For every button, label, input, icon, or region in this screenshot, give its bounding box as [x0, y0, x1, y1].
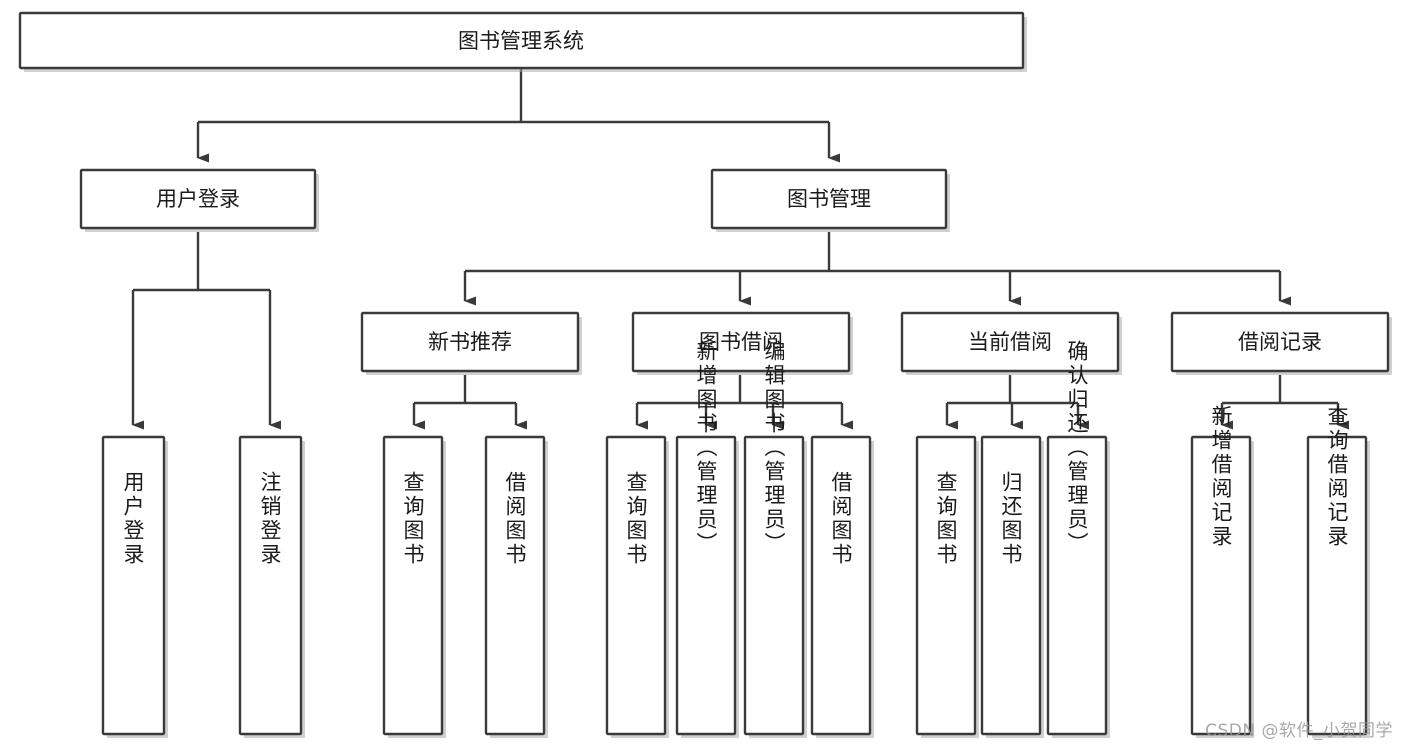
- node-new-book-rec-box[interactable]: [360, 311, 580, 373]
- node-leaf-user-logout-box[interactable]: [238, 435, 303, 736]
- node-leaf-query-book-current-label: 查询图书: [934, 471, 958, 567]
- node-leaf-return-book-box[interactable]: [980, 435, 1042, 736]
- node-book-manage[interactable]: 图书管理: [710, 168, 950, 232]
- node-leaf-query-book-current-box[interactable]: [915, 435, 977, 736]
- node-leaf-confirm-return[interactable]: 确认归还（管理员）: [1046, 340, 1110, 738]
- node-book-borrow-label: 图书借阅: [699, 330, 783, 354]
- node-root[interactable]: 图书管理系统: [18, 11, 1027, 72]
- node-borrow-record-box[interactable]: [1170, 311, 1390, 373]
- node-leaf-query-book-rec[interactable]: 查询图书: [382, 435, 446, 738]
- node-borrow-record[interactable]: 借阅记录: [1170, 311, 1392, 375]
- edge-group-user-login-to-leaves: [131, 232, 281, 430]
- node-leaf-add-record-label: 新增借阅记录: [1209, 405, 1233, 549]
- edge-group-root-to-level2: [196, 68, 840, 163]
- node-book-manage-box[interactable]: [710, 168, 948, 230]
- node-leaf-query-record-box[interactable]: [1306, 435, 1368, 736]
- node-leaf-query-book-rec-label: 查询图书: [401, 471, 425, 567]
- node-user-login-label: 用户登录: [156, 187, 240, 211]
- node-user-login-box[interactable]: [79, 168, 317, 230]
- node-root-box[interactable]: [18, 11, 1025, 70]
- node-book-borrow-box[interactable]: [631, 311, 851, 373]
- node-leaf-user-login[interactable]: 用户登录: [101, 435, 168, 738]
- node-leaf-query-book-rec-box[interactable]: [382, 435, 444, 736]
- node-current-borrow[interactable]: 当前借阅: [900, 311, 1122, 375]
- node-borrow-record-label: 借阅记录: [1238, 330, 1322, 354]
- node-leaf-edit-book-box[interactable]: [743, 435, 805, 736]
- edge-group-current-borrow-to-leaves: [945, 375, 1089, 430]
- node-leaf-user-login-box[interactable]: [101, 435, 166, 736]
- node-leaf-add-record[interactable]: 新增借阅记录: [1190, 405, 1254, 738]
- node-leaf-query-record[interactable]: 查询借阅记录: [1306, 405, 1370, 738]
- node-leaf-query-book-current[interactable]: 查询图书: [915, 435, 979, 738]
- node-current-borrow-label: 当前借阅: [968, 330, 1052, 354]
- edge-group-new-book-rec-to-leaves: [412, 375, 527, 430]
- node-leaf-query-book-borrow-label: 查询图书: [624, 471, 648, 567]
- node-current-borrow-box[interactable]: [900, 311, 1120, 373]
- edge-group-book-manage-to-level3: [463, 232, 1291, 306]
- node-leaf-user-login-label: 用户登录: [121, 471, 145, 567]
- node-leaf-add-book-box[interactable]: [675, 435, 737, 736]
- node-leaf-borrow-book-label: 借阅图书: [829, 471, 853, 567]
- node-leaf-query-record-label: 查询借阅记录: [1325, 405, 1349, 549]
- node-leaf-query-book-borrow[interactable]: 查询图书: [605, 435, 669, 738]
- node-new-book-rec-label: 新书推荐: [428, 330, 512, 354]
- node-leaf-edit-book-label: 编辑图书（管理员）: [762, 340, 786, 556]
- node-leaf-borrow-book-rec-box[interactable]: [484, 435, 546, 736]
- edge-group-borrow-record-to-leaves: [1220, 375, 1349, 430]
- node-leaf-confirm-return-box[interactable]: [1046, 435, 1108, 736]
- node-leaf-borrow-book-box[interactable]: [810, 435, 872, 736]
- node-new-book-rec[interactable]: 新书推荐: [360, 311, 582, 375]
- node-leaf-add-book[interactable]: 新增图书（管理员）: [675, 340, 739, 738]
- node-book-manage-label: 图书管理: [787, 187, 871, 211]
- node-leaf-return-book[interactable]: 归还图书: [980, 435, 1044, 738]
- node-leaf-borrow-book[interactable]: 借阅图书: [810, 435, 874, 738]
- edge-group-book-borrow-to-leaves: [635, 375, 853, 430]
- node-leaf-add-record-box[interactable]: [1190, 435, 1252, 736]
- node-leaf-confirm-return-label: 确认归还（管理员）: [1065, 340, 1089, 556]
- node-root-label: 图书管理系统: [458, 29, 584, 53]
- node-leaf-add-book-label: 新增图书（管理员）: [694, 340, 718, 556]
- node-book-borrow[interactable]: 图书借阅: [631, 311, 853, 375]
- node-leaf-return-book-label: 归还图书: [999, 471, 1023, 567]
- node-leaf-user-logout[interactable]: 注销登录: [238, 435, 305, 738]
- node-leaf-edit-book[interactable]: 编辑图书（管理员）: [743, 340, 807, 738]
- node-leaf-query-book-borrow-box[interactable]: [605, 435, 667, 736]
- node-user-login[interactable]: 用户登录: [79, 168, 319, 232]
- node-leaf-user-logout-label: 注销登录: [258, 471, 282, 567]
- node-leaf-borrow-book-rec[interactable]: 借阅图书: [484, 435, 548, 738]
- node-leaf-borrow-book-rec-label: 借阅图书: [503, 471, 527, 567]
